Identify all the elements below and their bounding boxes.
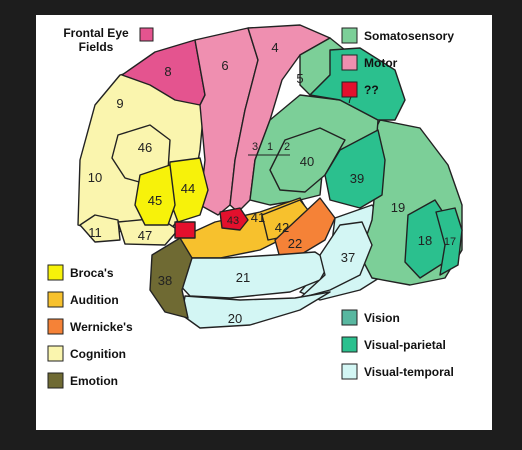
frontal-eye-fields-swatch bbox=[139, 27, 154, 42]
label-8: 8 bbox=[164, 64, 171, 79]
label-22: 22 bbox=[288, 236, 302, 251]
region-40 bbox=[269, 127, 346, 193]
region-39 bbox=[324, 129, 386, 209]
legend-label-visual-parietal: Visual-parietal bbox=[364, 338, 446, 352]
label-2: 2 bbox=[284, 141, 290, 153]
frontal-eye-fields-label-line2: Fields bbox=[79, 40, 114, 54]
legend-swatch-motor bbox=[341, 54, 358, 71]
legend-swatch-wernicke bbox=[47, 318, 64, 335]
label-3: 3 bbox=[252, 141, 258, 153]
label-37: 37 bbox=[341, 250, 355, 265]
legend-swatch-audition bbox=[47, 291, 64, 308]
legend-bottom-left: Broca'sAuditionWernicke'sCognitionEmotio… bbox=[47, 264, 133, 389]
label-21: 21 bbox=[236, 270, 250, 285]
label-39: 39 bbox=[350, 171, 364, 186]
label-42: 42 bbox=[275, 220, 289, 235]
legend-swatch-unknown bbox=[341, 81, 358, 98]
frontal-eye-fields-label-line1: Frontal Eye bbox=[63, 26, 129, 40]
label-1: 1 bbox=[267, 141, 273, 153]
legend-label-cognition: Cognition bbox=[70, 347, 126, 361]
legend-label-broca: Broca's bbox=[70, 266, 114, 280]
label-43: 43 bbox=[227, 215, 239, 227]
label-38: 38 bbox=[158, 273, 172, 288]
legend-swatch-visual-parietal bbox=[341, 336, 358, 353]
region-45 bbox=[134, 164, 176, 226]
legend-label-vision: Vision bbox=[364, 311, 400, 325]
label-4: 4 bbox=[271, 40, 278, 55]
label-17: 17 bbox=[444, 236, 456, 248]
label-41: 41 bbox=[251, 210, 265, 225]
region-11 bbox=[79, 214, 121, 243]
label-45: 45 bbox=[148, 193, 162, 208]
legend-swatch-emotion bbox=[47, 372, 64, 389]
legend-swatch-broca bbox=[47, 264, 64, 281]
label-19: 19 bbox=[391, 200, 405, 215]
label-9: 9 bbox=[116, 96, 123, 111]
label-5: 5 bbox=[296, 71, 303, 86]
label-10: 10 bbox=[88, 170, 102, 185]
legend-swatch-cognition bbox=[47, 345, 64, 362]
legend-label-unknown: ?? bbox=[364, 83, 379, 97]
region-17 bbox=[435, 207, 463, 276]
legend-label-audition: Audition bbox=[70, 293, 119, 307]
label-40: 40 bbox=[300, 154, 314, 169]
label-47: 47 bbox=[138, 228, 152, 243]
legend-swatch-vision bbox=[341, 309, 358, 326]
label-6: 6 bbox=[221, 58, 228, 73]
label-46: 46 bbox=[138, 140, 152, 155]
legend-label-motor: Motor bbox=[364, 56, 398, 70]
label-44: 44 bbox=[181, 181, 195, 196]
region-43 bbox=[219, 207, 249, 231]
label-20: 20 bbox=[228, 311, 242, 326]
label-11: 11 bbox=[88, 225, 102, 240]
legend-label-emotion: Emotion bbox=[70, 374, 118, 388]
legend-label-somatosensory: Somatosensory bbox=[364, 29, 454, 43]
label-18: 18 bbox=[418, 233, 432, 248]
legend-swatch-somatosensory bbox=[341, 27, 358, 44]
region-38 bbox=[149, 237, 193, 319]
region-37 bbox=[299, 221, 373, 299]
legend-label-visual-temporal: Visual-temporal bbox=[364, 365, 454, 379]
label-7: 7 bbox=[346, 91, 353, 106]
region-20 bbox=[181, 291, 331, 329]
legend-label-wernicke: Wernicke's bbox=[70, 320, 133, 334]
legend-swatch-visual-temporal bbox=[341, 363, 358, 380]
region-unknown-small bbox=[174, 221, 196, 239]
